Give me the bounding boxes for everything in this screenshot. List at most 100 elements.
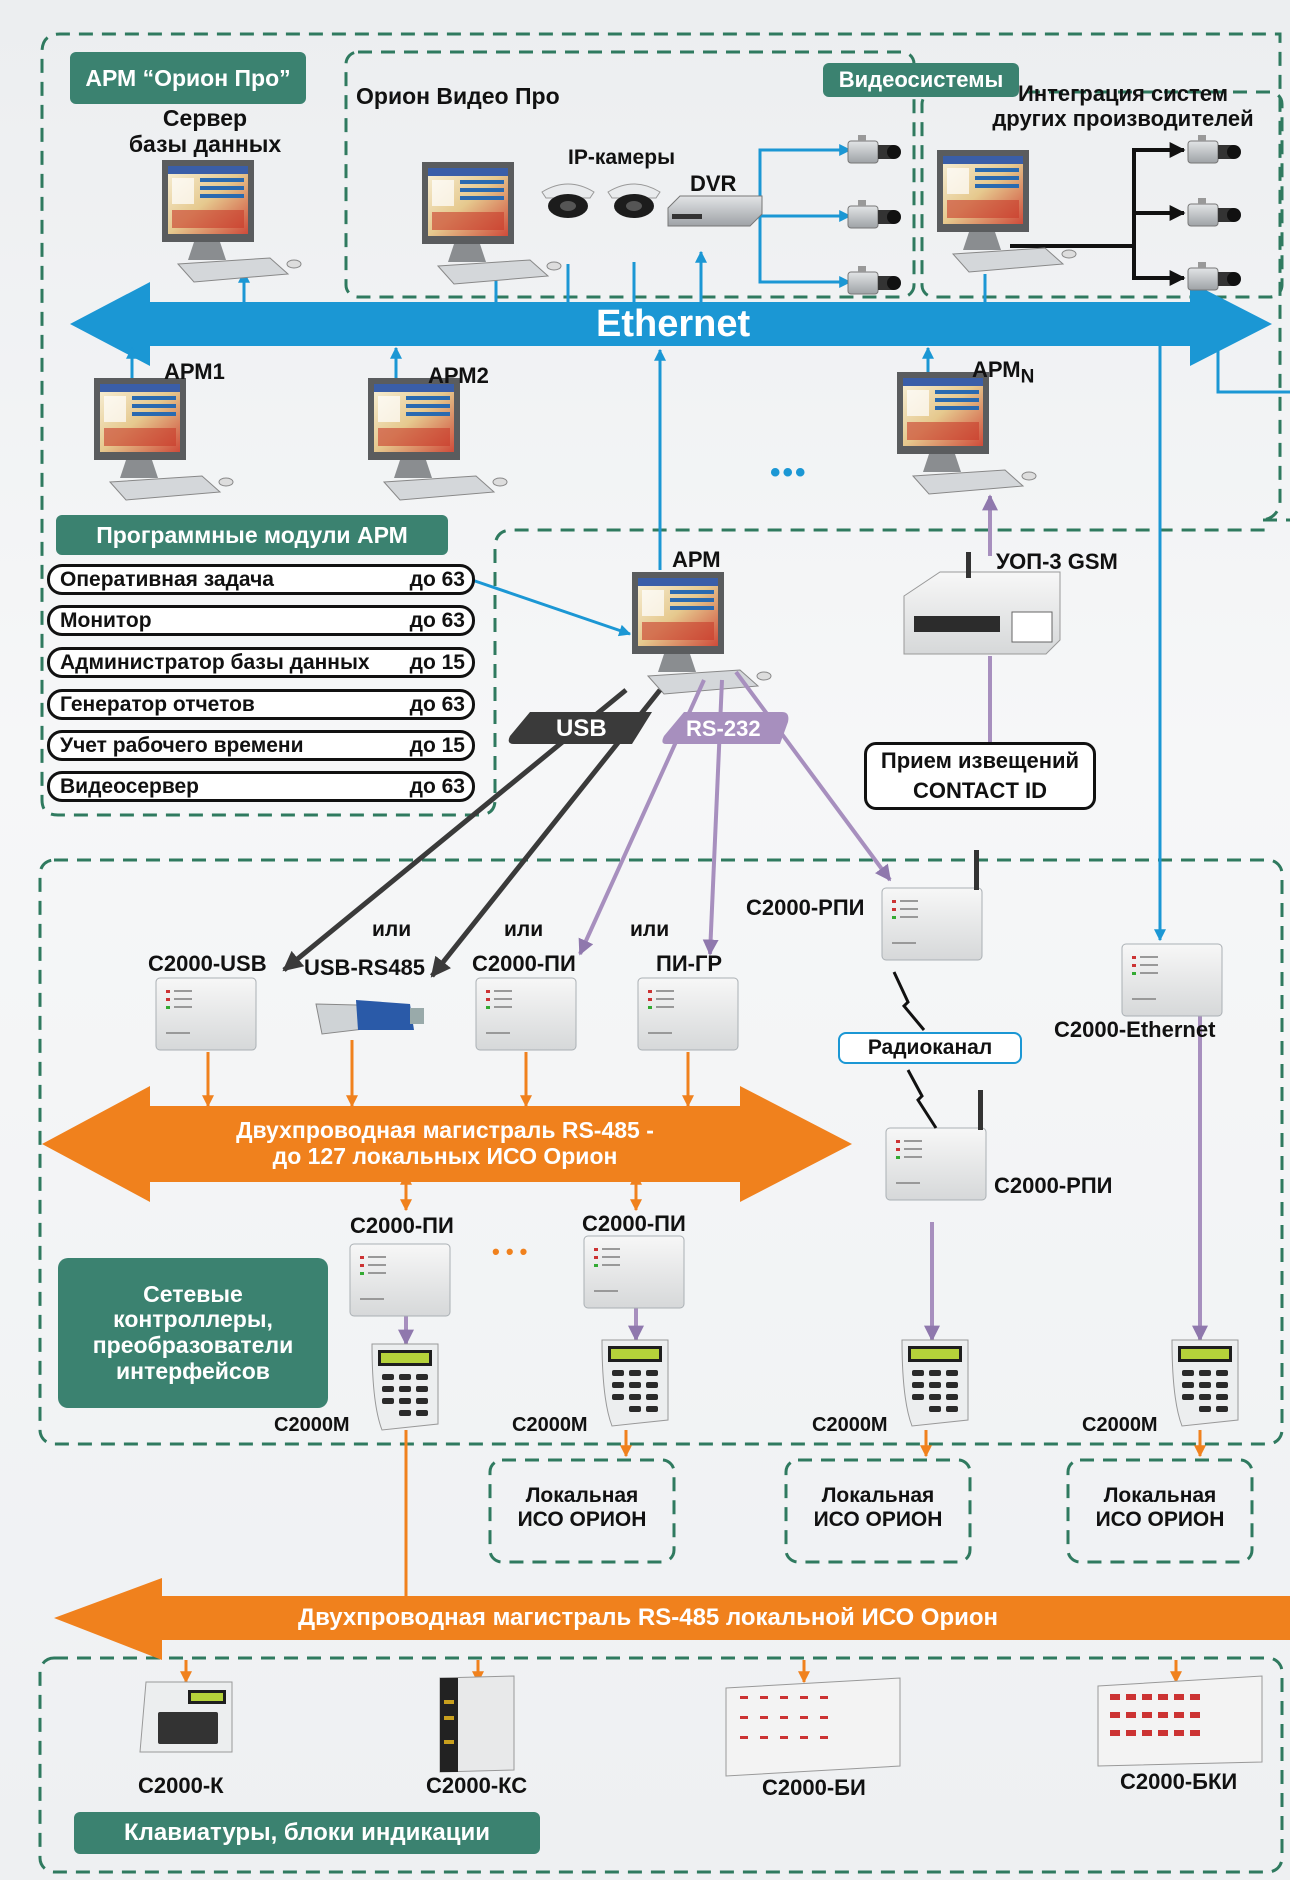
c2000-pi-label: С2000-ПИ bbox=[472, 951, 576, 976]
frame-keyboards bbox=[38, 1656, 1284, 1874]
local-iso-1-label: Локальная ИСО ОРИОН bbox=[517, 1484, 647, 1531]
dvr-icon bbox=[667, 195, 763, 227]
camera-video-2-icon bbox=[847, 199, 902, 229]
rs485-local-label: Двухпроводная магистраль RS-485 локально… bbox=[298, 1604, 999, 1631]
ip-camera-2-icon bbox=[607, 183, 661, 219]
c2000-rpi-top-device-icon bbox=[882, 850, 982, 960]
module-row: Администратор базы данных до 15 bbox=[47, 647, 475, 678]
server-label: Сервер базы данных bbox=[128, 105, 282, 157]
c2000-bi-device-icon bbox=[725, 1677, 901, 1777]
rs485-links bbox=[180, 1040, 1206, 1684]
frame-local-3 bbox=[1066, 1458, 1254, 1564]
apm-ellipsis: ••• bbox=[770, 456, 808, 489]
rs485-main-arrow bbox=[42, 1086, 852, 1202]
module-name: Генератор отчетов bbox=[60, 692, 255, 716]
rs232-badge-shape bbox=[662, 712, 789, 744]
pi-gr-label: ПИ-ГР bbox=[656, 951, 723, 976]
apm-center-label: АРМ bbox=[672, 547, 721, 572]
rs485-local-arrow bbox=[54, 1578, 1290, 1660]
usb-rs485-dongle-icon bbox=[315, 1000, 424, 1035]
apm1-pc-icon bbox=[93, 377, 234, 501]
apmn-pc-icon bbox=[896, 371, 1037, 495]
module-limit: до 63 bbox=[409, 567, 465, 591]
video-pc-icon bbox=[421, 161, 562, 285]
apm-orion-pro-tag: АРМ “Орион Про” bbox=[70, 52, 306, 104]
c2000m-3-label: С2000М bbox=[812, 1414, 888, 1436]
module-limit: до 63 bbox=[409, 774, 465, 798]
frame-local-2 bbox=[784, 1458, 972, 1564]
module-name: Видеосервер bbox=[60, 774, 199, 798]
apm1-label: АРМ1 bbox=[164, 359, 225, 384]
c2000-usb-device-icon bbox=[155, 977, 257, 1051]
integration-pc-icon bbox=[936, 149, 1077, 273]
c2000-rpi-top-label: С2000-РПИ bbox=[746, 895, 865, 920]
c2000m-1-label: С2000М bbox=[274, 1414, 350, 1436]
apm-center-pc-icon bbox=[631, 571, 772, 695]
integration-label: Интеграция систем других производителей bbox=[992, 81, 1254, 131]
or-label-2: или bbox=[504, 918, 544, 941]
module-name: Монитор bbox=[60, 608, 152, 632]
frame-local-1 bbox=[488, 1458, 676, 1564]
orion-video-label: Орион Видео Про bbox=[356, 83, 560, 109]
c2000m-3-keypad-icon bbox=[901, 1339, 969, 1427]
apm2-label: АРМ2 bbox=[428, 363, 489, 388]
module-row: Оперативная задача до 63 bbox=[47, 564, 475, 595]
module-name: Администратор базы данных bbox=[60, 650, 370, 674]
c2000-pi-right-device-icon bbox=[583, 1235, 685, 1309]
frame-integration bbox=[920, 90, 1284, 299]
c2000m-2-label: С2000М bbox=[512, 1414, 588, 1436]
module-limit: до 15 bbox=[409, 650, 465, 674]
ethernet-bus-arrow bbox=[70, 282, 1272, 366]
camera-int-1-icon bbox=[1187, 134, 1242, 164]
ethernet-label: Ethernet bbox=[596, 303, 751, 345]
c2000-bki-device-icon bbox=[1097, 1675, 1263, 1767]
c2000-pi-right-label: С2000-ПИ bbox=[582, 1211, 686, 1236]
pi-gr-device-icon bbox=[637, 977, 739, 1051]
module-limit: до 15 bbox=[409, 733, 465, 757]
module-name: Учет рабочего времени bbox=[60, 733, 304, 757]
frame-video bbox=[344, 50, 916, 299]
radio-link-icon bbox=[892, 971, 938, 1129]
local-iso-3-label: Локальная ИСО ОРИОН bbox=[1095, 1484, 1225, 1531]
c2000-rpi-bottom-device-icon bbox=[886, 1090, 986, 1200]
apmn-label: АРМN bbox=[972, 357, 1035, 388]
usb-rs485-label: USB-RS485 bbox=[304, 955, 426, 980]
server-pc-icon bbox=[161, 159, 302, 283]
c2000m-4-keypad-icon bbox=[1171, 1339, 1239, 1427]
keyboards-tag: Клавиатуры, блоки индикации bbox=[74, 1812, 540, 1854]
uop-gsm-device-icon bbox=[903, 552, 1061, 655]
camera-video-1-icon bbox=[847, 134, 902, 164]
modules-tag: Программные модули АРМ bbox=[56, 515, 448, 555]
c2000-k-device-icon bbox=[139, 1681, 233, 1753]
module-row: Видеосервер до 63 bbox=[47, 771, 475, 802]
video-systems-tag: Видеосистемы bbox=[823, 63, 1019, 97]
c2000-pi-device-icon bbox=[475, 977, 577, 1051]
zone-frames bbox=[38, 32, 1290, 1874]
c2000m-4-label: С2000М bbox=[1082, 1414, 1158, 1436]
contact-id-box: Прием извещений CONTACT ID bbox=[864, 742, 1096, 810]
camera-video-3-icon bbox=[847, 265, 902, 295]
rs232-badge-label: RS-232 bbox=[686, 716, 761, 741]
camera-int-3-icon bbox=[1187, 261, 1242, 291]
or-label-3: или bbox=[630, 918, 670, 941]
c2000-ks-device-icon bbox=[439, 1675, 515, 1773]
radio-channel-label: Радиоканал bbox=[838, 1032, 1022, 1064]
uop-gsm-label: УОП-3 GSM bbox=[996, 549, 1118, 574]
c2000-pi-left-device-icon bbox=[349, 1243, 451, 1317]
ip-camera-1-icon bbox=[541, 183, 595, 219]
c2000-rpi-bottom-label: С2000-РПИ bbox=[994, 1173, 1113, 1198]
module-name: Оперативная задача bbox=[60, 567, 274, 591]
local-iso-2-label: Локальная ИСО ОРИОН bbox=[813, 1484, 943, 1531]
rs485-main-label: Двухпроводная магистраль RS-485 - до 127… bbox=[236, 1117, 654, 1169]
usb-badge-shape bbox=[508, 712, 652, 744]
c2000-bki-label: С2000-БКИ bbox=[1120, 1769, 1238, 1794]
or-label-1: или bbox=[372, 918, 412, 941]
c2000-ks-label: С2000-КС bbox=[426, 1773, 528, 1798]
usb-badge-label: USB bbox=[556, 715, 607, 742]
apm2-pc-icon bbox=[367, 377, 508, 501]
c2000-usb-label: С2000-USB bbox=[148, 951, 267, 976]
apmn-sub: N bbox=[1020, 366, 1035, 388]
c2000-ethernet-label: С2000-Ethernet bbox=[1054, 1017, 1216, 1042]
